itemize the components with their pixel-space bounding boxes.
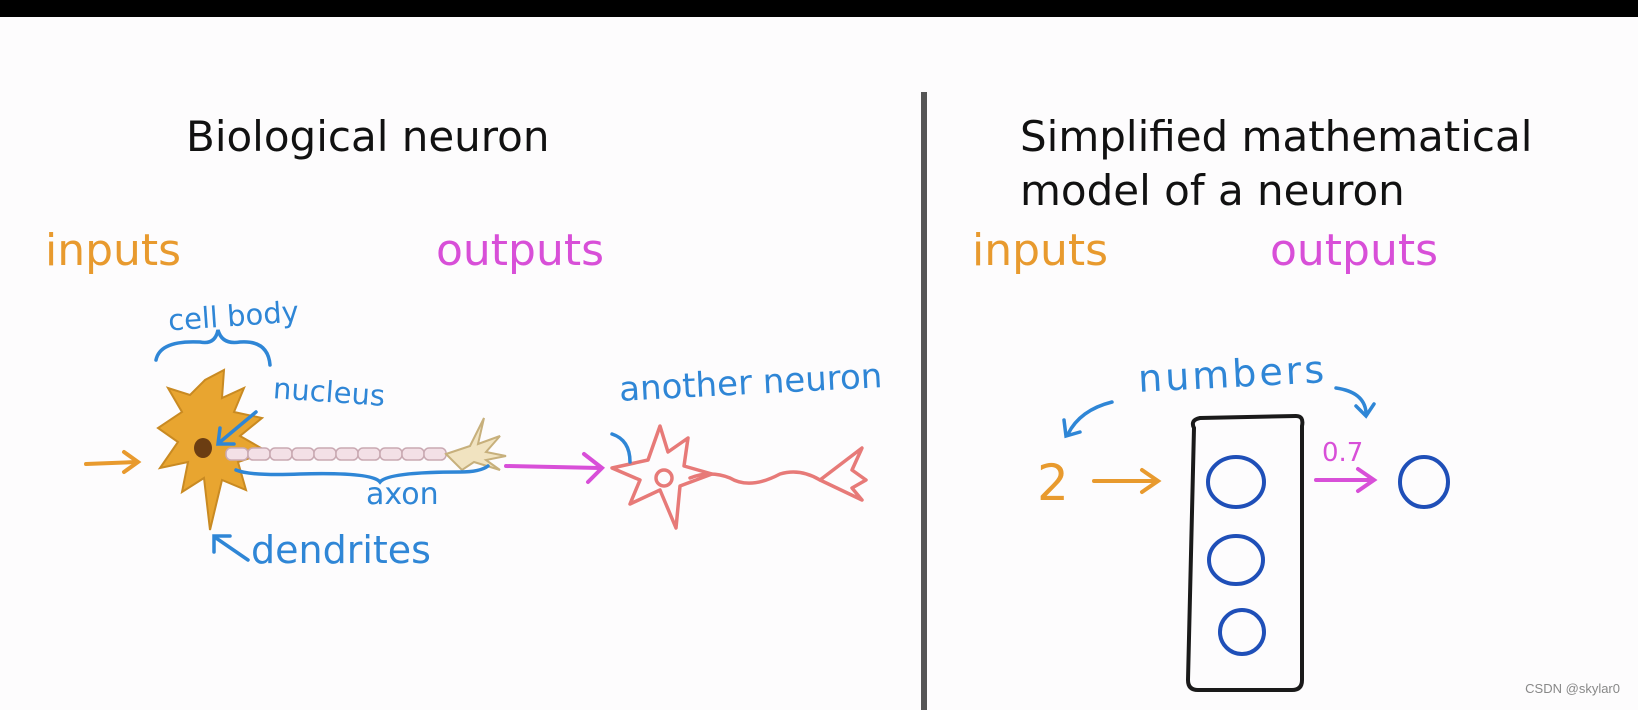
right-outputs-label: outputs (1270, 225, 1439, 276)
left-input-arrow (84, 450, 142, 474)
cell-body-brace (154, 329, 272, 367)
output-value: 0.7 (1322, 438, 1364, 468)
left-output-arrow (504, 452, 606, 484)
axon-brace (234, 464, 490, 485)
dendrites-annotation: dendrites (251, 528, 431, 572)
right-output-arrow (1314, 467, 1378, 493)
neuron-circles (1206, 455, 1450, 656)
axon (225, 447, 447, 461)
nucleus (194, 438, 212, 458)
neuron-cell-body (156, 368, 271, 531)
top-bar (0, 0, 1638, 17)
dendrites-arrow (212, 534, 250, 562)
nucleus-arrow (216, 410, 258, 446)
right-inputs-label: inputs (972, 225, 1109, 276)
right-input-arrow (1092, 468, 1162, 494)
output-circle (1398, 455, 1450, 509)
axon-annotation: axon (366, 477, 439, 512)
neuron-circle-1 (1206, 455, 1266, 509)
numbers-arrow-right (1334, 386, 1376, 419)
right-title-line2: model of a neuron (1020, 166, 1405, 215)
watermark: CSDN @skylar0 (1525, 681, 1620, 696)
input-value: 2 (1037, 454, 1069, 512)
another-neuron (610, 424, 868, 530)
another-neuron-arrow (610, 432, 632, 464)
right-title-line1: Simplified mathematical (1020, 112, 1533, 161)
numbers-arrow-left (1062, 400, 1114, 439)
axon-terminal (444, 417, 507, 472)
panel-divider (921, 92, 927, 710)
left-inputs-label: inputs (45, 225, 182, 276)
left-outputs-label: outputs (436, 225, 605, 276)
neuron-circle-2 (1207, 534, 1265, 586)
layer-box (1185, 413, 1305, 692)
left-title: Biological neuron (186, 112, 550, 161)
neuron-circle-3 (1218, 608, 1266, 656)
